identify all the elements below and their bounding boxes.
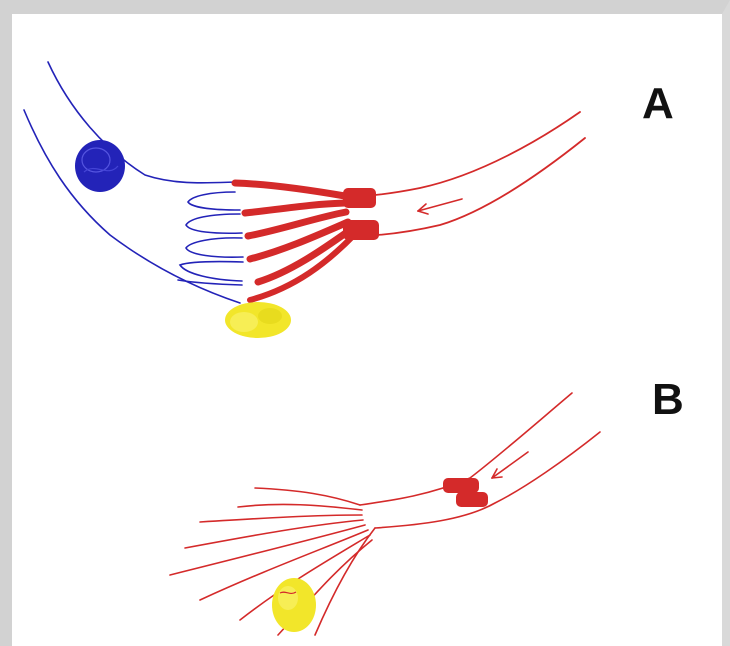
panel-a-drawing bbox=[24, 62, 585, 338]
yellow-pericyte-a bbox=[225, 302, 291, 338]
red-vessel-b bbox=[170, 393, 600, 635]
flow-arrow-a bbox=[418, 199, 462, 214]
red-constriction-a-bottom bbox=[343, 220, 379, 240]
blue-nucleus bbox=[75, 140, 125, 192]
red-constriction-b-bottom bbox=[456, 492, 488, 507]
red-constriction-b-top bbox=[443, 478, 479, 493]
red-constriction-a-top bbox=[343, 188, 376, 208]
panel-b-drawing bbox=[170, 393, 600, 635]
panel-label-a: A bbox=[642, 82, 674, 126]
red-vessel-a bbox=[235, 112, 585, 300]
yellow-pericyte-b bbox=[272, 578, 316, 632]
blue-cell bbox=[24, 62, 243, 303]
panel-label-b: B bbox=[652, 378, 684, 422]
